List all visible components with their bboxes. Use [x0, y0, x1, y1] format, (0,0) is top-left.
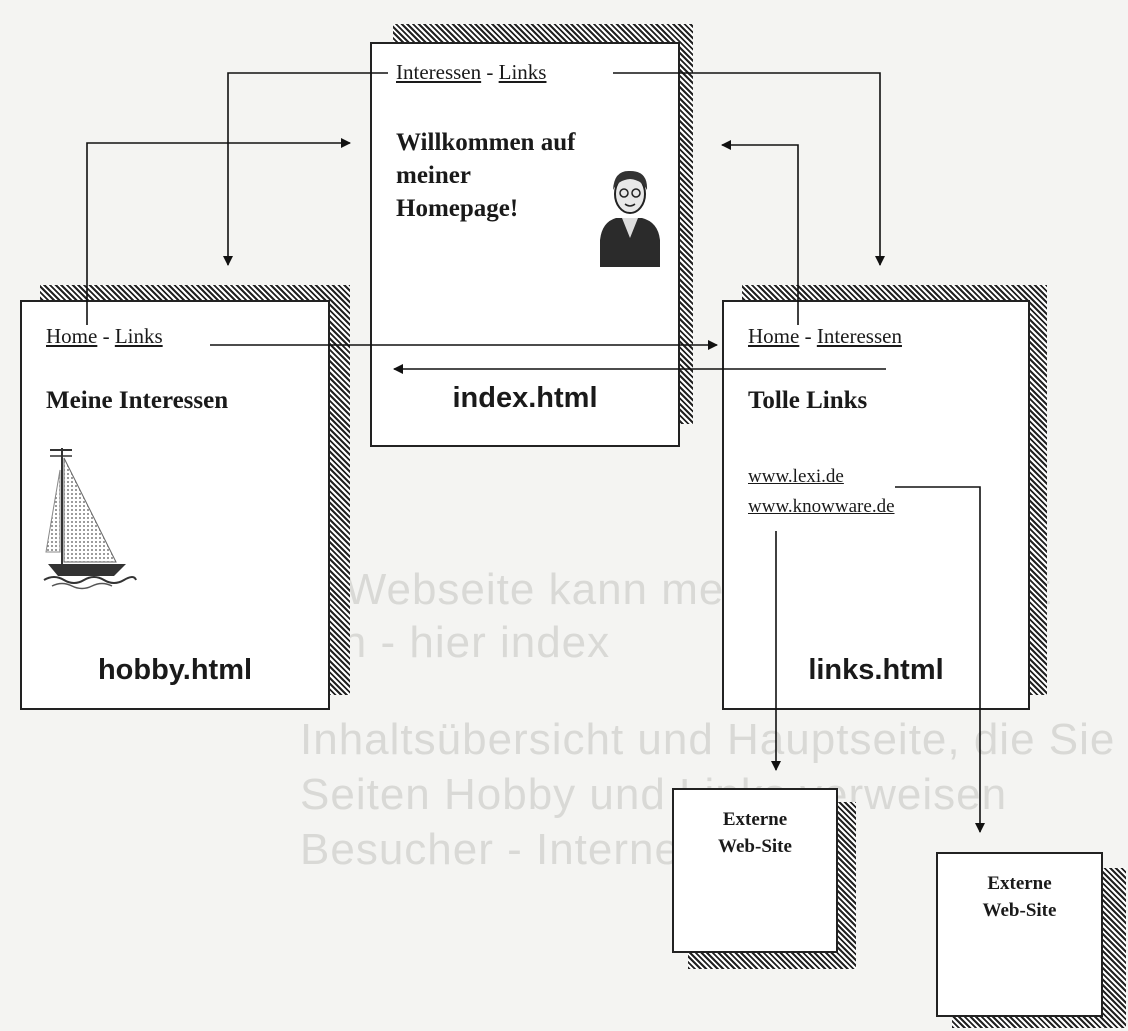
arrow-links-to-index: [722, 145, 798, 325]
arrow-index-to-hobby: [228, 73, 388, 265]
arrow-lexi-to-external-2: [895, 487, 980, 832]
arrow-hobby-to-index: [87, 143, 350, 325]
arrow-index-to-links: [613, 73, 880, 265]
